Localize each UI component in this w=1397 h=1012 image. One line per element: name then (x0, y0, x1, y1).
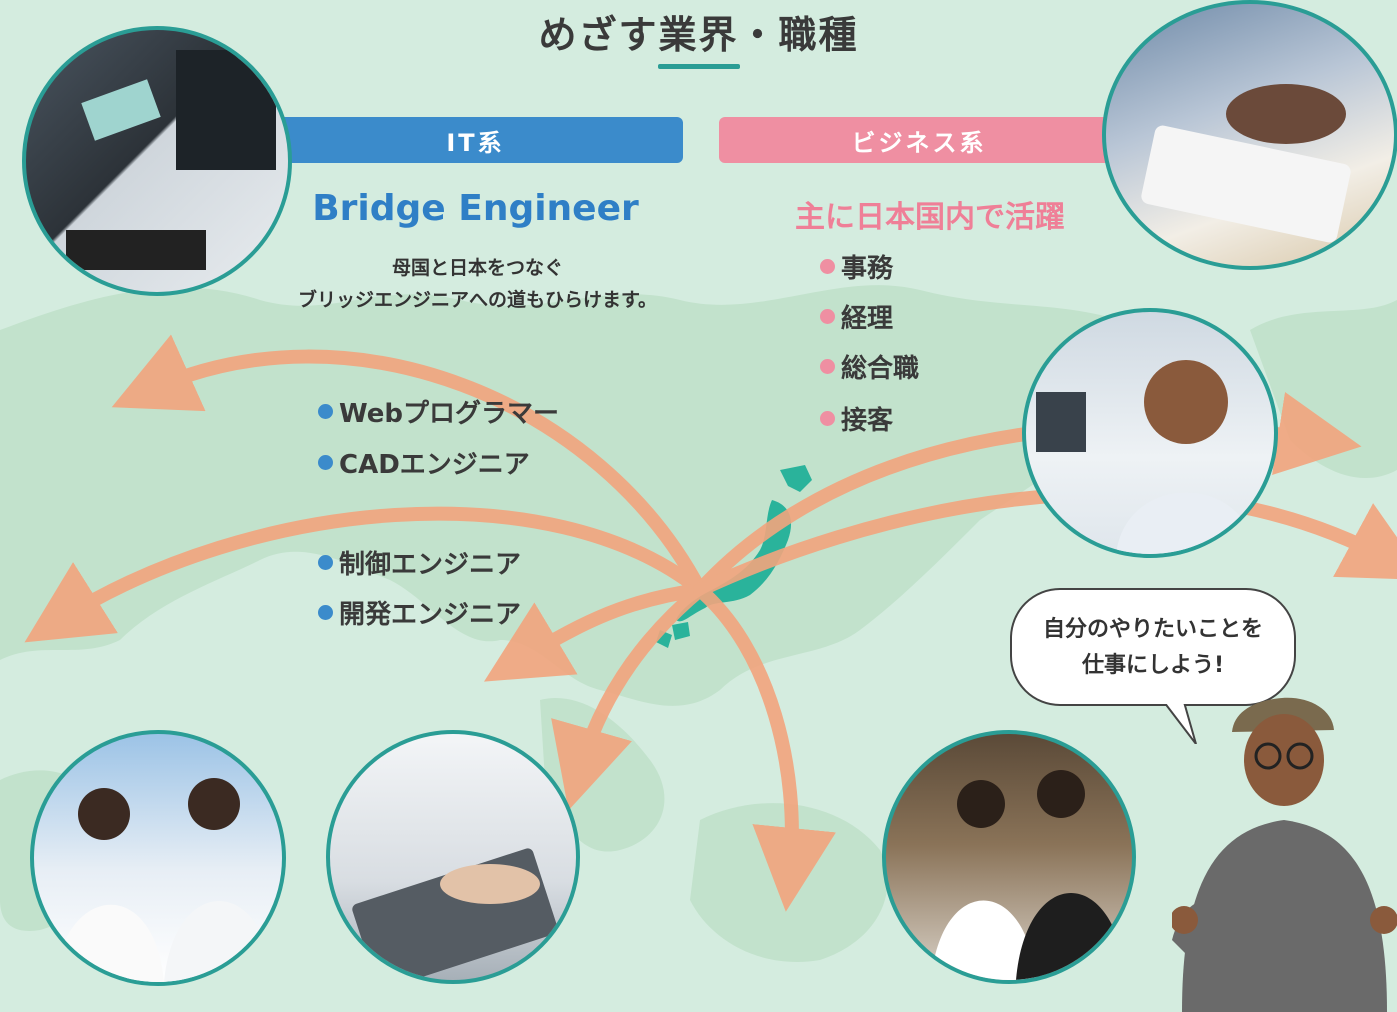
photo-business-desk (1102, 0, 1397, 270)
job-label: CADエンジニア (339, 450, 530, 480)
business-job-item: 総合職 (820, 348, 919, 385)
bullet-icon (318, 455, 333, 470)
bullet-icon (318, 555, 333, 570)
it-job-item: 制御エンジニア (318, 544, 521, 581)
bullet-icon (318, 605, 333, 620)
bridge-engineer-heading: Bridge Engineer (312, 188, 639, 229)
it-job-item: Webプログラマー (318, 393, 559, 430)
bridge-engineer-description: 母国と日本をつなぐ ブリッジエンジニアへの道もひらけます。 (260, 252, 695, 316)
bubble-tail-icon (1161, 700, 1197, 744)
it-job-item: CADエンジニア (318, 444, 530, 481)
person-thumbs-up-illustration (1172, 697, 1397, 1012)
speech-bubble-icon: 自分のやりたいことを 仕事にしよう! (1010, 588, 1296, 706)
bullet-icon (820, 309, 835, 324)
job-label: 事務 (841, 254, 894, 284)
page-title: めざす業界・職種 (538, 13, 859, 57)
bubble-line: 自分のやりたいことを (1042, 617, 1263, 642)
job-label: 開発エンジニア (339, 600, 522, 630)
bullet-icon (820, 411, 835, 426)
it-job-item: 開発エンジニア (318, 594, 521, 631)
photo-laptop (326, 730, 580, 984)
arrows (24, 334, 1397, 912)
title-underline (658, 64, 740, 69)
photo-hospitality-staff (882, 730, 1136, 984)
description-line: 母国と日本をつなぐ (391, 257, 563, 279)
photo-it-office (22, 26, 292, 296)
business-job-item: 接客 (820, 400, 893, 437)
business-job-item: 経理 (820, 298, 893, 335)
job-label: 制御エンジニア (339, 550, 522, 580)
description-line: ブリッジエンジニアへの道もひらけます。 (297, 289, 658, 311)
job-label: 総合職 (841, 354, 920, 384)
photo-handshake (30, 730, 286, 986)
it-category-band: IT系 (268, 117, 683, 163)
bullet-icon (820, 359, 835, 374)
job-label: 接客 (841, 406, 894, 436)
business-category-band: ビジネス系 (719, 117, 1119, 163)
job-label: Webプログラマー (339, 399, 559, 429)
bullet-icon (318, 404, 333, 419)
bubble-line: 仕事にしよう! (1081, 653, 1225, 678)
business-job-item: 事務 (820, 248, 893, 285)
photo-call-center (1022, 308, 1278, 558)
job-label: 経理 (841, 304, 894, 334)
bullet-icon (820, 259, 835, 274)
business-heading: 主に日本国内で活躍 (795, 200, 1065, 235)
